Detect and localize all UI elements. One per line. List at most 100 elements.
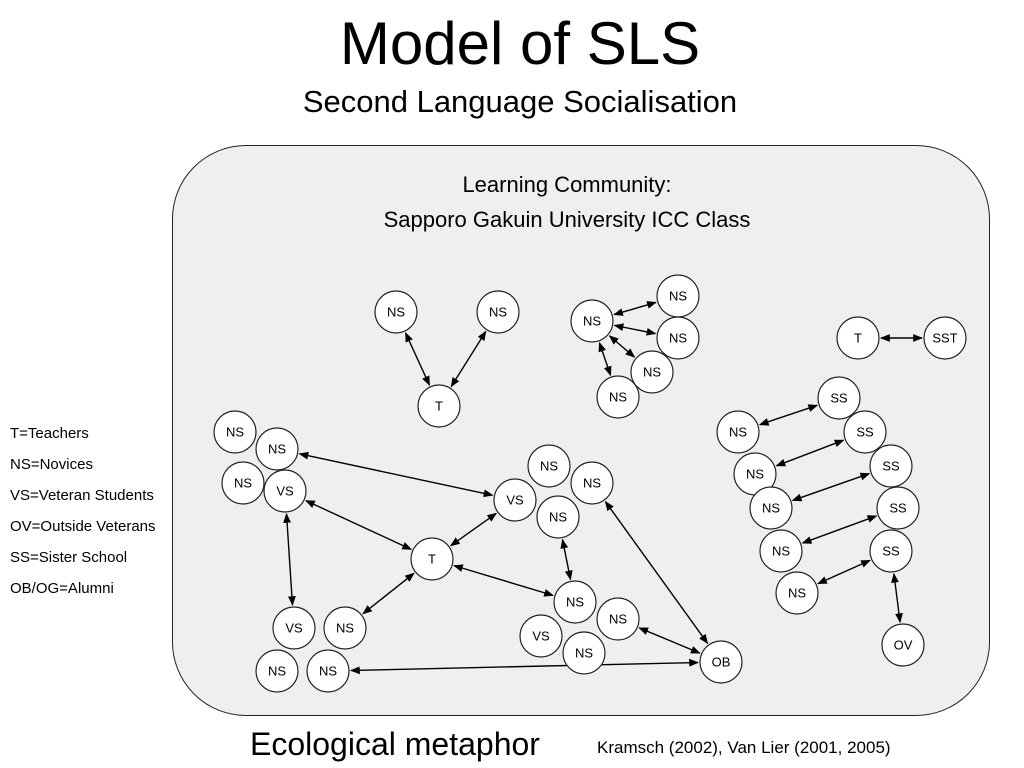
node-circle [836,316,880,360]
node-ns-sn5: NS [775,571,819,615]
node-label: NS [234,476,252,491]
node-ss-ss5: SS [869,529,913,573]
node-ns-a1: NS [213,410,257,454]
arrow-sn5-ss5 [817,559,871,585]
node-label: NS [583,476,601,491]
citation: Kramsch (2002), Van Lier (2001, 2005) [597,738,891,757]
legend-item-veteran-students: VS=Veteran Students [10,487,154,504]
node-circle [323,606,367,650]
node-label: NS [729,425,747,440]
node-ns-n2: NS [476,290,520,334]
node-circle [817,376,861,420]
node-t-tc: T [410,537,454,581]
node-ss-ss2: SS [843,410,887,454]
node-ns-sn3: NS [749,486,793,530]
arrow-a2-bvs [298,451,494,498]
node-label: NS [336,621,354,636]
node-circle [306,649,350,693]
node-vs-c1: VS [272,606,316,650]
arrow-sn4-ss4 [801,515,878,544]
node-t-t1: T [417,384,461,428]
node-label: T [854,331,862,346]
node-label: NS [788,586,806,601]
node-ss-ss4: SS [876,486,920,530]
node-circle [527,444,571,488]
node-label: T [435,399,443,414]
node-label: NS [762,501,780,516]
node-label: SS [889,501,907,516]
arrow-b3-d1 [560,538,573,581]
arrow-tc-c2 [362,572,415,615]
node-label: NS [268,442,286,457]
node-circle [775,571,819,615]
node-circle [749,486,793,530]
node-label: VS [506,493,524,508]
node-ns-g2: NS [656,316,700,360]
node-circle [476,290,520,334]
node-ns-g3: NS [630,350,674,394]
node-label: NS [609,390,627,405]
node-circle [759,529,803,573]
node-circle [272,606,316,650]
node-ns-sn1: NS [716,410,760,454]
legend-item-teachers: T=Teachers [10,425,89,442]
relationship-arrows [283,301,923,675]
node-circle [656,316,700,360]
node-ns-b1: NS [527,444,571,488]
arrow-d2-ob [638,627,701,654]
node-ns-d2: NS [596,597,640,641]
node-circle [699,640,743,684]
node-label: NS [226,425,244,440]
arrow-avs-c1 [283,512,296,607]
node-circle [255,427,299,471]
node-circle [630,350,674,394]
node-circle [417,384,461,428]
arrow-b2-ob [604,500,709,645]
page-subtitle: Second Language Socialisation [302,84,738,119]
legend-item-alumni: OB/OG=Alumni [10,580,114,597]
node-circle [876,486,920,530]
node-label: SS [830,391,848,406]
node-label: SS [856,425,874,440]
node-circle [869,529,913,573]
node-label: NS [489,305,507,320]
node-label: VS [532,629,550,644]
node-ns-b2: NS [570,461,614,505]
node-circle [410,537,454,581]
node-circle [923,316,967,360]
node-circle [869,444,913,488]
node-label: NS [583,314,601,329]
node-ns-sn2: NS [733,452,777,496]
node-label: NS [540,459,558,474]
arrow-g0-g4 [598,341,612,377]
node-ns-g0: NS [570,299,614,343]
node-ns-d1: NS [553,580,597,624]
node-label: VS [276,484,294,499]
node-label: NS [575,646,593,661]
node-circle [255,649,299,693]
node-label: NS [566,595,584,610]
node-label: NS [319,664,337,679]
node-ns-g4: NS [596,375,640,419]
node-circle [221,461,265,505]
legend: T=Teachers NS=Novices VS=Veteran Student… [10,424,156,610]
community-name: Sapporo Gakuin University ICC Class [383,207,751,232]
node-circle [570,461,614,505]
arrow-sn1-ss1 [758,404,819,426]
node-ns-b3: NS [536,495,580,539]
node-sst-sst: SST [923,316,967,360]
node-label: T [428,552,436,567]
node-label: SS [882,544,900,559]
node-label: NS [549,510,567,525]
node-label: NS [772,544,790,559]
node-ns-sn4: NS [759,529,803,573]
node-vs-bvs: VS [493,478,537,522]
node-ss-ss3: SS [869,444,913,488]
node-ns-c4: NS [306,649,350,693]
node-ns-d3: NS [562,631,606,675]
node-ns-c2: NS [323,606,367,650]
node-ob-ob: OB [699,640,743,684]
node-circle [213,410,257,454]
node-ns-n1: NS [374,290,418,334]
